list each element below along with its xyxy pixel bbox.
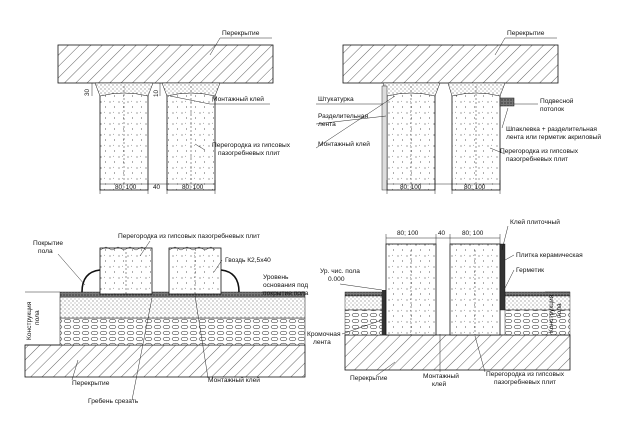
plaster-layer	[381, 85, 388, 191]
label-ceiling-line2: потолок	[540, 106, 564, 113]
dim-80-100-right: 80; 100	[182, 184, 204, 191]
floor-insulation-layer	[59, 317, 306, 346]
label-putty-line2: лента или герметик акриловый	[506, 133, 601, 141]
label-sealant: Герметик	[516, 267, 544, 274]
label-glue-4-line1: Монтажный	[423, 372, 459, 380]
label-edge-tape-line1: Кромочная	[307, 331, 341, 338]
glue-layer-left	[94, 82, 154, 97]
dim-10: 10	[153, 89, 160, 97]
label-partition-4-line1: Перегородка из гипсовых	[486, 371, 565, 378]
label-level-line3: покрытие пола	[263, 290, 309, 297]
floor-screed-layer	[59, 296, 306, 319]
label-plaster: Штукатурка	[318, 96, 354, 103]
label-slab: Перекрытие	[222, 30, 260, 37]
label-partition-2-line1: Перегородка из гипсовых	[500, 148, 579, 155]
skirting-right	[220, 269, 240, 293]
detail-suspended-ceiling: 80; 100 80; 100 Перекрытие Штукатурка Ра…	[315, 30, 601, 194]
label-floor-cover-line2: пола	[38, 248, 53, 255]
floor-slab-4	[344, 334, 571, 371]
label-partition-line1: Перегородка из гипсовых	[212, 142, 291, 149]
floor-layer-left-screed	[344, 295, 383, 311]
label-putty-line1: Шпаклевка + разделительная	[506, 126, 597, 133]
dim-40: 40	[153, 184, 161, 191]
label-clean-floor-line1: Ур. чис. пола	[320, 268, 360, 275]
label-partition-2-line2: пазогребневых плит	[506, 155, 568, 163]
label-nail: Гвоздь К2,5х40	[225, 257, 271, 264]
dim-80-100-left-4: 80; 100	[397, 230, 419, 237]
ceramic-tile	[499, 243, 506, 311]
suspended-ceiling	[499, 97, 515, 107]
partition-panel-right-3	[168, 247, 222, 295]
partition-panel-right-4	[449, 243, 501, 336]
detail-floor-junction: Покрытие пола Перегородка из гипсовых па…	[24, 232, 309, 405]
label-partition-line2: пазогребневых плит	[218, 149, 280, 157]
floor-slab	[24, 344, 306, 378]
glue-layer-right-2	[447, 82, 506, 97]
floor-layer-left-insulation	[344, 309, 383, 336]
dim-80-100-left: 80; 100	[115, 184, 137, 191]
label-ceramic: Плитка керамическая	[516, 252, 583, 259]
glue-layer-left-2	[382, 82, 441, 97]
label-slab-2: Перекрытие	[507, 30, 545, 37]
dim-30: 30	[84, 88, 91, 96]
partition-panel-left-4	[385, 243, 437, 336]
label-tile-glue: Клей плиточный	[510, 218, 560, 226]
label-level-line2: основания под	[263, 282, 308, 289]
label-glue-2: Монтажный клей	[318, 140, 370, 148]
detail-tiled-floor: 80; 100 40 80; 100 Клей плиточный Плитка…	[307, 218, 583, 388]
glue-layer-right	[161, 82, 221, 97]
label-slab-4: Перекрытие	[350, 375, 388, 382]
edge-tape	[382, 290, 386, 335]
skirting-left	[81, 269, 101, 293]
label-glue-4-line2: клей	[432, 380, 446, 388]
ceiling-slab	[57, 44, 274, 84]
dim-80-100-right-2: 80; 100	[464, 184, 486, 191]
label-clean-floor-line2: 0.000	[328, 276, 345, 283]
label-glue-3: Монтажный клей	[208, 376, 260, 384]
label-level-line1: Уровень	[263, 274, 289, 281]
label-separating-tape-line1: Разделительная	[318, 113, 368, 120]
label-floor-construction-line1: Конструкция	[26, 301, 33, 340]
label-edge-tape-line2: лента	[313, 339, 331, 346]
label-slab-3: Перекрытие	[72, 380, 110, 387]
floor-layer-right-insulation	[504, 309, 571, 336]
label-partition-3: Перегородка из гипсовых пазогребневых пл…	[118, 232, 260, 240]
ceiling-slab-2	[342, 44, 559, 84]
floor-layer-right-dense	[504, 291, 571, 297]
detail-ceiling-junction: 30 10 80; 100 40 80; 100 Перекрытие Монт…	[57, 30, 291, 194]
dim-80-100-right-4: 80; 100	[462, 230, 484, 237]
label-separating-tape-line2: лента	[318, 121, 336, 128]
label-floor-construction-4-line1: Конструкция	[548, 294, 555, 333]
label-glue: Монтажный клей	[212, 95, 264, 103]
dim-40-4: 40	[438, 230, 446, 237]
label-floor-cover-line1: Покрытие	[33, 240, 63, 247]
dim-80-100-left-2: 80; 100	[400, 184, 422, 191]
label-floor-construction-line2: пола	[34, 310, 41, 325]
label-cut-tongue: Гребень срезать	[88, 397, 139, 405]
label-floor-construction-4-line2: пола	[556, 303, 563, 318]
label-partition-4-line2: пазогребневых плит	[494, 378, 556, 386]
partition-panel-left-3	[99, 247, 153, 295]
label-ceiling-line1: Подвесной	[540, 97, 574, 105]
floor-layer-left-dense	[344, 291, 383, 297]
